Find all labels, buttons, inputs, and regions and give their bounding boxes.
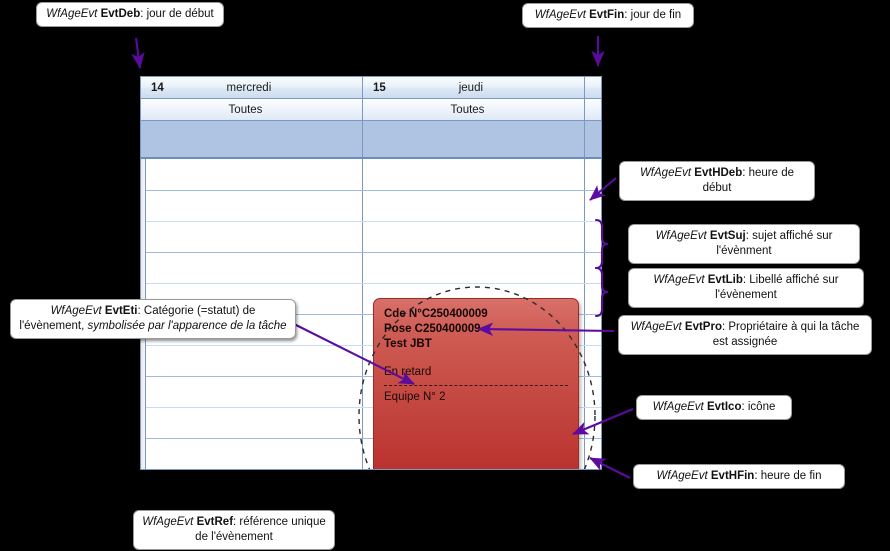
calendar-allday-band[interactable] <box>141 121 601 159</box>
callout-evtlib: WfAgeEvt EvtLib: Libellé affiché sur l'é… <box>628 268 864 308</box>
day-name: jeudi <box>458 81 484 94</box>
callout-code: EvtLib <box>707 274 743 286</box>
event-divider <box>384 385 568 386</box>
callout-evtico: WfAgeEvt EvtIco: icône <box>636 395 792 420</box>
callout-field: WfAgeEvt <box>50 305 102 317</box>
callout-text: : heure de fin <box>754 470 822 482</box>
allday-slot-thursday[interactable] <box>363 121 585 157</box>
callout-text: : Catégorie (=statut) de l'évènement, <box>19 305 256 332</box>
callout-code: EvtFin <box>589 9 625 21</box>
day-header-wednesday[interactable]: 14 mercredi <box>141 77 363 98</box>
callout-field: WfAgeEvt <box>639 167 692 179</box>
allday-slot-spacer <box>585 121 601 157</box>
callout-text: : jour de début <box>140 8 214 20</box>
callout-evtpro: WfAgeEvt EvtPro: Propriétaire à qui la t… <box>618 315 872 355</box>
callout-code: EvtDeb <box>100 8 141 20</box>
callout-text: : icône <box>741 401 776 413</box>
event-status-label: En retard <box>384 366 432 378</box>
calendar-view[interactable]: 14 mercredi 15 jeudi Toutes Toutes <box>140 76 602 470</box>
day-name: mercredi <box>226 81 272 94</box>
callout-evtref: WfAgeEvt EvtRef: référence unique de l'é… <box>133 510 335 550</box>
callout-field: WfAgeEvt <box>142 516 194 528</box>
callout-text: : sujet affiché sur l'évènment <box>716 230 833 257</box>
callout-code: EvtEti <box>104 305 138 317</box>
callout-evthfin: WfAgeEvt EvtHFin: heure de fin <box>633 464 845 489</box>
day-header-spacer <box>585 77 601 98</box>
grid-hline <box>146 283 601 284</box>
calendar-event-card[interactable]: Cde N°C250400009 Pose C250400009 Test JB… <box>373 298 579 469</box>
arrow-evtdeb <box>131 37 145 69</box>
allday-label: Toutes <box>228 103 263 116</box>
callout-evthdeb: WfAgeEvt EvtHDeb: heure de début <box>619 161 815 201</box>
callout-evtsuj: WfAgeEvt EvtSuj: sujet affiché sur l'évè… <box>628 224 860 264</box>
grid-hline <box>146 252 601 253</box>
allday-label: Toutes <box>450 103 485 116</box>
event-subject-line-3: Test JBT <box>384 338 432 350</box>
callout-text: : Propriétaire à qui la tâche est assign… <box>712 321 860 348</box>
day-number: 14 <box>151 81 164 94</box>
callout-code: EvtSuj <box>709 230 746 242</box>
allday-label-thursday[interactable]: Toutes <box>363 99 585 120</box>
callout-evtfin: WfAgeEvt EvtFin: jour de fin <box>522 3 694 28</box>
allday-label-spacer <box>585 99 601 120</box>
callout-code: EvtHDeb <box>694 167 743 179</box>
callout-field: WfAgeEvt <box>534 9 586 21</box>
callout-field: WfAgeEvt <box>653 274 705 286</box>
grid-hline <box>146 190 601 191</box>
grid-hline <box>146 221 601 222</box>
callout-text: : heure de début <box>702 167 795 194</box>
calendar-allday-label-row: Toutes Toutes <box>141 99 601 121</box>
callout-text: : jour de fin <box>624 9 682 21</box>
day-header-thursday[interactable]: 15 jeudi <box>363 77 585 98</box>
allday-slot-wednesday[interactable] <box>141 121 363 157</box>
callout-code: EvtRef <box>196 516 234 528</box>
callout-evtdeb: WfAgeEvt EvtDeb: jour de début <box>36 2 224 27</box>
callout-code: EvtHFin <box>710 470 755 482</box>
callout-field: WfAgeEvt <box>652 401 704 413</box>
callout-code: EvtPro <box>684 321 722 333</box>
allday-label-wednesday[interactable]: Toutes <box>141 99 363 120</box>
event-subject-line-1: Cde N°C250400009 <box>384 308 488 320</box>
callout-evteti: WfAgeEvt EvtEti: Catégorie (=statut) de … <box>10 299 296 339</box>
callout-text: : Libellé affiché sur l'évènement <box>715 274 839 301</box>
event-subject-line-2: Pose C250400009 <box>384 323 481 335</box>
callout-field: WfAgeEvt <box>655 230 707 242</box>
callout-code: EvtIco <box>706 401 742 413</box>
callout-field: WfAgeEvt <box>656 470 708 482</box>
calendar-day-header-row: 14 mercredi 15 jeudi <box>141 77 601 99</box>
day-number: 15 <box>373 81 386 94</box>
callout-field: WfAgeEvt <box>630 321 682 333</box>
callout-field: WfAgeEvt <box>46 8 98 20</box>
callout-text: : référence unique de l'évènement <box>195 516 326 543</box>
event-owner-label: Equipe N° 2 <box>384 391 446 403</box>
callout-text-italic: symbolisée par l'apparence de la tâche <box>87 320 287 332</box>
